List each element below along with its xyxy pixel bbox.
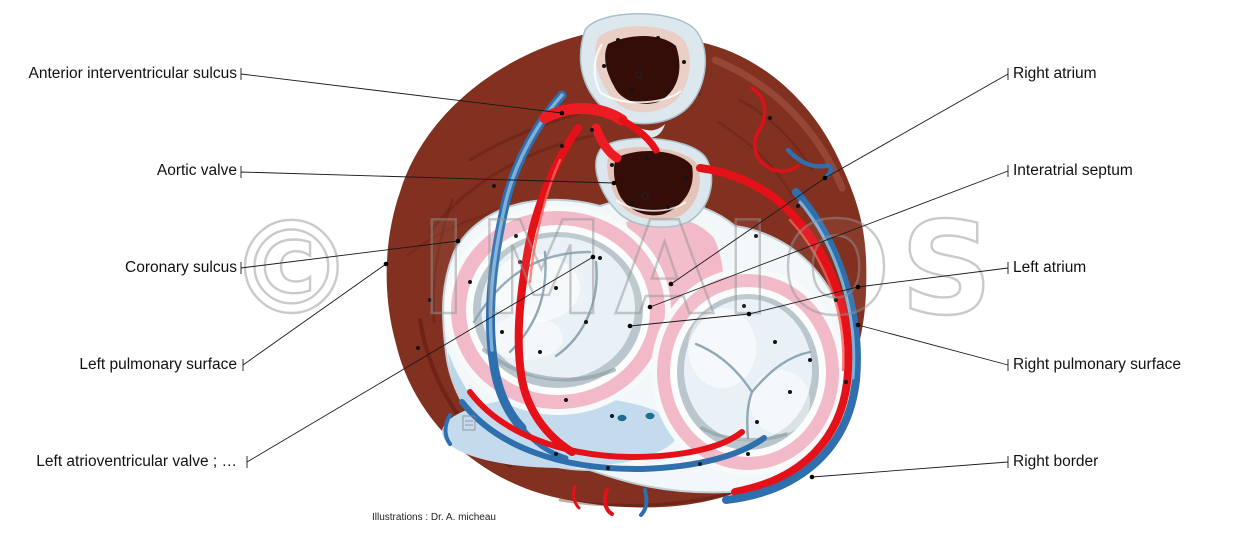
label-left-atrioventricular-valve: Left atrioventricular valve ; … xyxy=(36,453,237,470)
label-right-atrium: Right atrium xyxy=(1013,65,1097,82)
heart-illustration xyxy=(386,13,867,517)
label-right-border: Right border xyxy=(1013,453,1099,470)
cavity-marker xyxy=(641,192,649,200)
label-interatrial-septum: Interatrial septum xyxy=(1013,162,1133,179)
leader-aortic-valve xyxy=(240,166,617,186)
label-coronary-sulcus: Coronary sulcus xyxy=(125,259,237,276)
label-anterior-interventricular-sulcus: Anterior interventricular sulcus xyxy=(28,65,237,82)
cavity-marker xyxy=(635,71,643,79)
sinus-blue-pool xyxy=(442,396,678,468)
label-aortic-valve: Aortic valve xyxy=(156,162,237,179)
mitral-valve xyxy=(445,205,671,415)
aortic-valve xyxy=(595,137,713,228)
pulmonary-valve xyxy=(579,13,707,138)
sinus-opening xyxy=(645,412,655,420)
label-left-pulmonary-surface: Left pulmonary surface xyxy=(79,356,237,373)
stipple-dots xyxy=(416,36,848,470)
leader-anterior-interventricular-sulcus xyxy=(240,68,565,116)
tricuspid-valve xyxy=(651,268,845,476)
watermark-text: © IMAIOS xyxy=(227,195,1002,344)
label-right-pulmonary-surface: Right pulmonary surface xyxy=(1013,356,1181,373)
label-left-atrium: Left atrium xyxy=(1013,259,1087,276)
vessels xyxy=(443,86,861,517)
leader-left-pulmonary-surface xyxy=(242,261,389,371)
leader-left-atrium xyxy=(627,262,1009,329)
leader-right-pulmonary-surface xyxy=(855,322,1009,371)
leader-right-border xyxy=(809,456,1009,480)
artist-stamp xyxy=(462,415,476,431)
leader-coronary-sulcus xyxy=(240,238,461,274)
leader-interatrial-septum xyxy=(647,165,1009,310)
leader-lines xyxy=(240,68,1009,480)
leader-left-atrioventricular-valve xyxy=(246,254,596,468)
credit-text: Illustrations : Dr. A. micheau xyxy=(372,512,496,523)
sinus-opening xyxy=(617,414,627,422)
leader-right-atrium xyxy=(668,68,1009,287)
